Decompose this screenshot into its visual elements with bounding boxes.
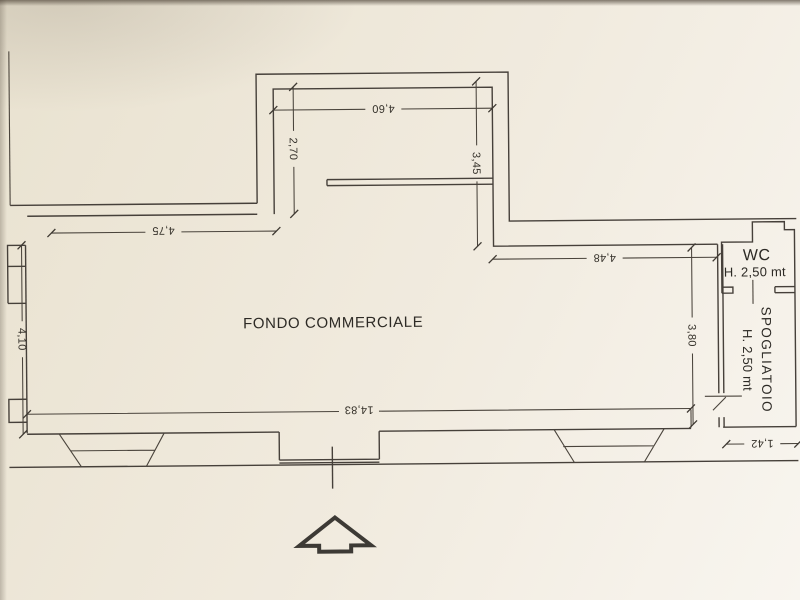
wall-wc-spogliatoio xyxy=(721,285,795,294)
dimension-label: 4,60 xyxy=(372,102,395,114)
wall-left-recess-bottom xyxy=(8,398,28,424)
wall-wc-outline xyxy=(720,220,797,427)
dimension-3-80: 3,80 xyxy=(685,242,698,429)
dimension-label: 4,48 xyxy=(593,251,616,263)
wall-lines xyxy=(6,51,799,489)
entrance-door-threshold xyxy=(278,431,381,464)
wall-back-room-inner xyxy=(272,86,718,247)
wall-right xyxy=(716,244,725,428)
wall-front-inner xyxy=(27,427,692,435)
boundary-line-left xyxy=(8,51,11,206)
dimension-2-70: 2,70 xyxy=(287,82,299,219)
dimension-14-83: 14,83 xyxy=(22,403,696,419)
dimension-3-45: 3,45 xyxy=(470,76,482,251)
dimension-1-42: 1,42 xyxy=(721,437,800,449)
dimension-label: 4,75 xyxy=(152,224,175,236)
right-wall-door-tick xyxy=(704,395,742,411)
wall-left-recess-top xyxy=(6,244,27,305)
dimension-4-48: 4,48 xyxy=(488,251,722,264)
display-window-left xyxy=(58,432,165,468)
dimension-4-75: 4,75 xyxy=(46,224,281,238)
room-label-spogliatoio-group: SPOGLIATOIO H. 2,50 mt xyxy=(740,307,775,414)
room-label-spogliatoio: SPOGLIATOIO xyxy=(759,307,775,414)
wall-top-left-outer xyxy=(10,202,258,207)
dimension-label: 1,42 xyxy=(751,437,774,449)
wall-left xyxy=(24,245,28,434)
display-window-right xyxy=(553,428,665,463)
wall-back-room-outer xyxy=(255,71,797,222)
wall-top-left-inner xyxy=(27,213,258,217)
room-label-wc: WC xyxy=(743,247,771,264)
wall-front-outer xyxy=(9,459,799,469)
wall-spogliatoio-bottom xyxy=(723,425,797,428)
wc-height-note: H. 2,50 mt xyxy=(724,264,786,280)
room-label-fondo-commerciale: FONDO COMMERCIALE xyxy=(243,314,423,333)
dimension-label: 3,45 xyxy=(470,152,482,175)
dimension-label: 3,80 xyxy=(685,324,697,347)
counter-partition xyxy=(326,177,493,187)
dimension-label: 2,70 xyxy=(287,138,299,161)
spogliatoio-height-note: H. 2,50 mt xyxy=(740,329,756,391)
entrance-arrow-icon xyxy=(293,515,377,554)
dimension-4-60: 4,60 xyxy=(268,102,497,115)
dimension-4-10: 4,10 xyxy=(15,240,28,439)
dimension-label: 4,10 xyxy=(15,328,27,351)
dimension-label: 14,83 xyxy=(344,403,373,415)
